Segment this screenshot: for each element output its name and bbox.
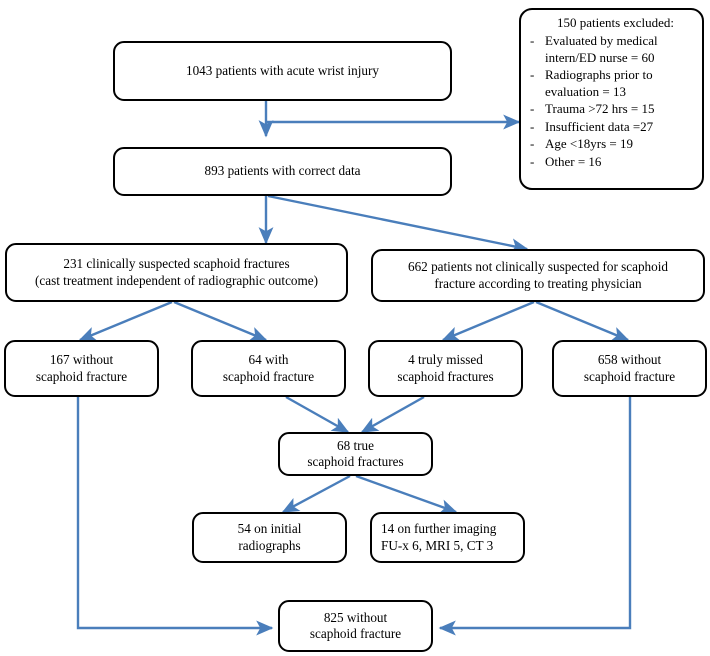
node-further-imaging[interactable]: 14 on further imaging FU-x 6, MRI 5, CT …: [370, 512, 525, 563]
connector-662-to-658: [535, 300, 630, 342]
node-true-fractures-label: 68 true scaphoid fractures: [307, 437, 404, 469]
node-truly-missed[interactable]: 4 truly missed scaphoid fractures: [368, 340, 523, 397]
node-excluded[interactable]: 150 patients excluded: - Evaluated by me…: [519, 8, 704, 190]
node-clinically-suspected-label: 231 clinically suspected scaphoid fractu…: [34, 256, 319, 288]
connector-missed-to-68: [360, 395, 425, 434]
node-true-fractures[interactable]: 68 true scaphoid fractures: [278, 432, 433, 476]
excluded-reason-text: Insufficient data =27: [545, 118, 654, 134]
excluded-reason-item: - Radiographs prior to evaluation = 13: [530, 67, 695, 101]
node-suspected-with-fracture-label: 64 with scaphoid fracture: [222, 352, 315, 384]
node-total-cohort[interactable]: 1043 patients with acute wrist injury: [113, 41, 452, 101]
node-not-suspected-without-fracture-label: 658 without scaphoid fracture: [583, 352, 676, 384]
bullet-dash-icon: -: [530, 32, 535, 48]
node-suspected-without-fracture-label: 167 without scaphoid fracture: [35, 352, 128, 384]
node-initial-radiographs[interactable]: 54 on initial radiographs: [192, 512, 347, 563]
excluded-reason-item: - Evaluated by medical intern/ED nurse =…: [530, 33, 695, 67]
excluded-reason-item: - Age <18yrs = 19: [530, 136, 695, 153]
connector-231-to-64: [173, 300, 268, 342]
bullet-dash-icon: -: [530, 153, 535, 169]
connector-68-to-14: [355, 474, 458, 514]
excluded-reason-item: - Insufficient data =27: [530, 119, 695, 136]
node-further-imaging-label: 14 on further imaging FU-x 6, MRI 5, CT …: [381, 521, 497, 553]
excluded-reason-list: - Evaluated by medical intern/ED nurse =…: [530, 33, 695, 171]
node-correct-data[interactable]: 893 patients with correct data: [113, 147, 452, 196]
excluded-reason-text: Trauma >72 hrs = 15: [545, 101, 655, 117]
node-clinically-suspected[interactable]: 231 clinically suspected scaphoid fractu…: [5, 243, 348, 302]
connector-231-to-167: [78, 300, 173, 342]
connector-68-to-54: [281, 474, 351, 514]
excluded-title: 150 patients excluded:: [557, 15, 674, 30]
node-not-suspected-without-fracture[interactable]: 658 without scaphoid fracture: [552, 340, 707, 397]
excluded-reason-text: Other = 16: [545, 153, 602, 169]
excluded-reason-text: Age <18yrs = 19: [545, 136, 633, 152]
node-not-suspected-label: 662 patients not clinically suspected fo…: [407, 259, 669, 291]
connector-893-to-662: [267, 194, 529, 254]
node-correct-data-label: 893 patients with correct data: [204, 163, 361, 179]
connector-64-to-68: [285, 395, 350, 434]
bullet-dash-icon: -: [530, 118, 535, 134]
excluded-reason-text: Radiographs prior to evaluation = 13: [545, 67, 653, 100]
node-not-suspected[interactable]: 662 patients not clinically suspected fo…: [371, 249, 705, 302]
node-truly-missed-label: 4 truly missed scaphoid fractures: [397, 352, 494, 384]
excluded-reason-item: - Other = 16: [530, 154, 695, 171]
excluded-reason-item: - Trauma >72 hrs = 15: [530, 101, 695, 118]
bullet-dash-icon: -: [530, 101, 535, 117]
node-suspected-without-fracture[interactable]: 167 without scaphoid fracture: [4, 340, 159, 397]
node-final-without-fracture[interactable]: 825 without scaphoid fracture: [278, 600, 433, 652]
node-suspected-with-fracture[interactable]: 64 with scaphoid fracture: [191, 340, 346, 397]
connector-662-to-missed: [441, 300, 535, 342]
bullet-dash-icon: -: [530, 67, 535, 83]
bullet-dash-icon: -: [530, 136, 535, 152]
excluded-reason-text: Evaluated by medical intern/ED nurse = 6…: [545, 32, 658, 65]
node-final-without-fracture-label: 825 without scaphoid fracture: [309, 609, 402, 641]
node-initial-radiographs-label: 54 on initial radiographs: [237, 521, 302, 553]
node-total-cohort-label: 1043 patients with acute wrist injury: [185, 62, 379, 78]
